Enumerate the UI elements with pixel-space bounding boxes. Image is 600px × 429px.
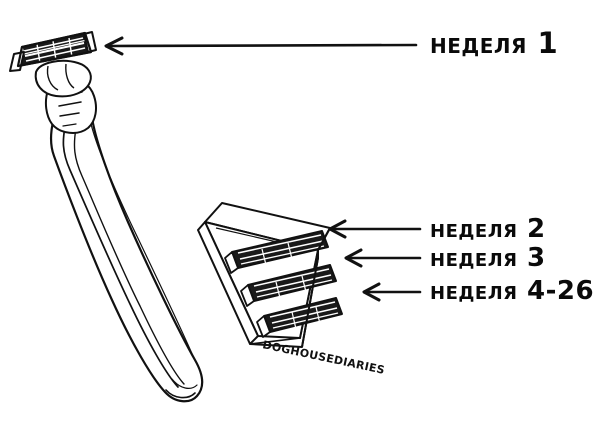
refill-cartridge-tray <box>197 202 343 348</box>
cartridge-1-strut-1 <box>261 248 267 266</box>
arrow-week1-shaft <box>106 43 418 48</box>
cartridge-1-blade-1 <box>237 234 322 254</box>
cartridge-2-strut-1 <box>275 281 281 299</box>
arrow-week426 <box>362 282 422 302</box>
cartridge-1-strut-2 <box>287 242 293 260</box>
razor-handle <box>49 98 204 403</box>
handle-inner-line-mid <box>73 127 185 385</box>
handle-inner-line-right <box>89 119 194 357</box>
arrow-week426-head <box>362 282 381 302</box>
watermark: DOGHOUSEDIARIES <box>261 338 386 377</box>
pivot-line-1 <box>46 65 59 91</box>
cartridge-1-blade-3 <box>240 245 325 265</box>
cartridge-2-blade-2 <box>255 274 332 293</box>
arrow-week3-head <box>344 248 363 268</box>
cartridge-3-endcap <box>256 315 271 338</box>
handle-inner-line-left <box>62 121 179 388</box>
razor-head-cartridge <box>9 31 97 72</box>
head-strut-1 <box>36 43 41 64</box>
grip-ridge-3 <box>59 112 80 117</box>
annotation-arrows <box>104 36 422 302</box>
razor-pivot <box>34 59 92 98</box>
annotation-label-week1: Неделя 1 <box>430 26 559 60</box>
handle-tip-line-2 <box>171 378 198 389</box>
cartridge-2-blade-3 <box>256 279 333 298</box>
cartridge-3-blade-2 <box>271 307 338 324</box>
cartridge-2-strut-2 <box>301 275 307 293</box>
grip-ridge-2 <box>58 101 82 107</box>
head-frame <box>16 31 93 68</box>
head-strut-2 <box>52 40 57 61</box>
watermark-text: DOGHOUSEDIARIES <box>261 338 386 377</box>
grip-ridge-4 <box>62 123 77 127</box>
cartridge-refill-3 <box>256 297 343 338</box>
cartridge-refill-2 <box>240 264 337 307</box>
cartridge-refill-1 <box>224 230 329 274</box>
cartridge-1-blade-2 <box>239 240 324 260</box>
head-strut-3 <box>68 37 73 58</box>
cartridge-3-strut-2 <box>315 306 321 325</box>
arrow-week2 <box>328 219 422 239</box>
arrow-week1 <box>104 36 418 56</box>
cartridge-3-blade-1 <box>269 301 336 318</box>
annotation-label-week3: Неделя 3 <box>430 243 546 273</box>
arrow-week2-head <box>328 219 347 239</box>
handle-tip-line <box>165 389 196 399</box>
safety-razor <box>9 31 204 403</box>
pivot-line-2 <box>65 63 75 89</box>
cartridge-2-endcap <box>240 284 255 307</box>
cartridge-3-strut-1 <box>291 311 297 330</box>
arrow-week3 <box>344 248 422 268</box>
annotation-label-week2: Неделя 2 <box>430 214 546 244</box>
annotation-label-week426: Неделя 4-26 <box>430 276 595 306</box>
head-guard-left <box>9 51 25 72</box>
cartridge-3-blade-3 <box>272 312 339 329</box>
handle-outline <box>49 98 204 403</box>
cartridge-1-endcap <box>224 251 239 274</box>
pivot-outline <box>34 59 92 98</box>
tray-right-wall <box>301 227 331 348</box>
arrow-week1-head <box>104 36 124 56</box>
